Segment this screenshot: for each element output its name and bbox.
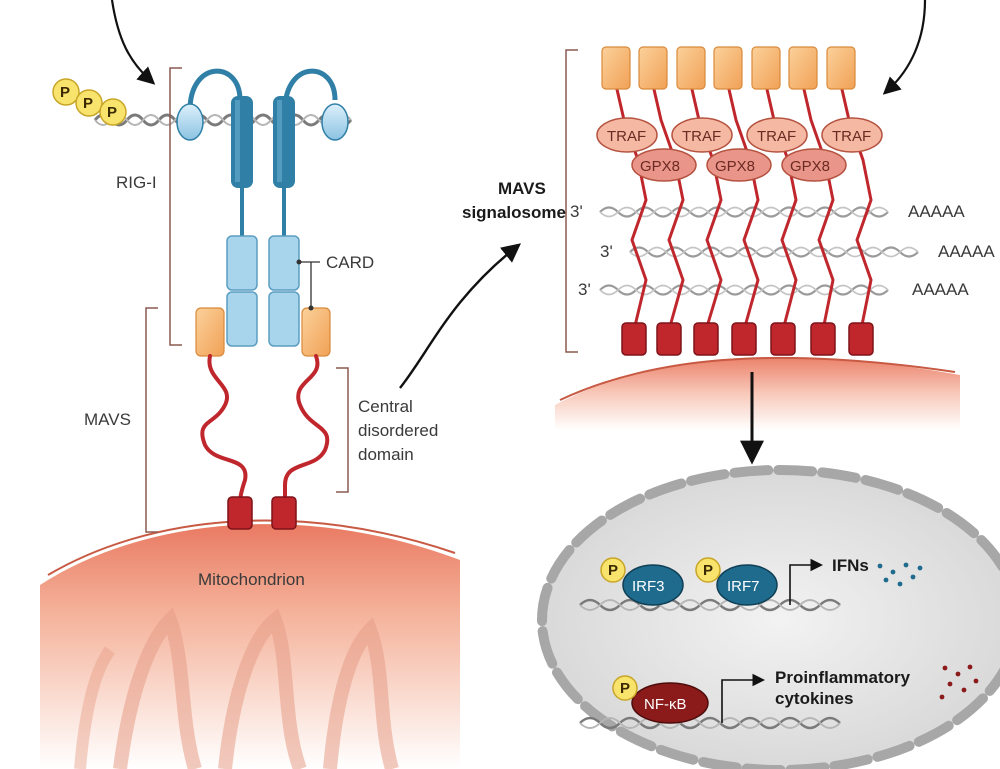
irf3-phospho: P: [608, 562, 618, 579]
traf-label-3: TRAF: [757, 128, 796, 145]
mavs-tm-anchor: [656, 322, 682, 356]
polya-label-1: AAAAA: [908, 202, 965, 221]
mavs-label: MAVS: [84, 410, 131, 429]
rig-i-label: RIG-I: [116, 173, 157, 192]
phospho-label-1: P: [60, 84, 70, 101]
three-prime-label-1: 3': [570, 202, 583, 221]
proinflammatory-label-1: Proinflammatory: [775, 668, 911, 687]
ifn-transcription-arrow: [789, 558, 824, 605]
mavs-filament-linker: [651, 84, 685, 331]
mavs-card-head: [601, 46, 631, 90]
mitochondrion-left: [40, 519, 460, 769]
mavs-tm-left: [227, 496, 253, 530]
three-prime-label-2: 3': [600, 242, 613, 261]
gpx8-row: GPX8 GPX8 GPX8: [631, 148, 847, 182]
nfkb-phospho: P: [620, 680, 630, 697]
irf7-complex: P IRF7: [695, 557, 778, 606]
ifn-particles: [877, 562, 923, 587]
irf3-complex: P IRF3: [600, 557, 684, 606]
mavs-tm-anchor: [848, 322, 874, 356]
traf-label-2: TRAF: [682, 128, 721, 145]
signalosome-label-2: signalosome: [462, 203, 566, 222]
mavs-monomers: [195, 307, 331, 530]
gpx8-label-1: GPX8: [640, 158, 680, 175]
proinflammatory-label-2: cytokines: [775, 689, 853, 708]
mavs-tm-anchor: [770, 322, 796, 356]
card-callout: CARD: [296, 253, 374, 311]
mavs-card-head: [751, 46, 781, 90]
irf7-phospho: P: [703, 562, 713, 579]
mavs-card-right: [301, 307, 331, 357]
central-disordered-bracket: [336, 367, 349, 493]
mavs-card-head: [676, 46, 706, 90]
polya-label-3: AAAAA: [912, 280, 969, 299]
mitochondrion-right: [555, 356, 960, 430]
mavs-tm-anchor: [810, 322, 836, 356]
card-domain: [226, 235, 258, 291]
mitochondrion-label: Mitochondrion: [198, 570, 305, 589]
mavs-card-head: [638, 46, 668, 90]
mavs-filament-linker: [801, 84, 835, 331]
mavs-bracket: [145, 307, 158, 533]
nuclear-dna: [579, 598, 841, 730]
traf-row: TRAF TRAF TRAF TRAF: [596, 117, 883, 153]
cytokine-particles: [939, 664, 979, 700]
traf-label-4: TRAF: [832, 128, 871, 145]
ifns-label: IFNs: [832, 556, 869, 575]
irf3-label: IRF3: [632, 578, 665, 595]
central-disordered-label-3: domain: [358, 445, 414, 464]
mavs-card-head: [826, 46, 856, 90]
transition-arrow: [399, 243, 521, 389]
phospho-label-2: P: [83, 95, 93, 112]
gpx8-label-3: GPX8: [790, 158, 830, 175]
mavs-tm-anchor: [621, 322, 647, 356]
irf7-label: IRF7: [727, 578, 760, 595]
mavs-tm-right: [271, 496, 297, 530]
central-disordered-label-2: disordered: [358, 421, 438, 440]
incoming-arrow-right: [882, 0, 927, 95]
nfkb-complex: P NF-κB: [612, 675, 709, 724]
mavs-card-left: [195, 307, 225, 357]
phospho-label-3: P: [107, 104, 117, 121]
incoming-arrow-left: [110, 0, 156, 85]
card-label: CARD: [326, 253, 374, 272]
cytokine-transcription-arrow: [721, 673, 766, 723]
viral-rna-helix-left: [93, 113, 353, 127]
signalosome-label-1: MAVS: [498, 179, 546, 198]
mavs-card-head: [713, 46, 743, 90]
rig-i-dimer: [176, 68, 349, 347]
gpx8-label-2: GPX8: [715, 158, 755, 175]
traf-label-1: TRAF: [607, 128, 646, 145]
rig-i-bracket: [169, 67, 182, 346]
polya-label-2: AAAAA: [938, 242, 995, 261]
nfkb-label: NF-κB: [644, 696, 687, 713]
mrna-strands: [599, 206, 919, 296]
central-disordered-label-1: Central: [358, 397, 413, 416]
mavs-filaments: [601, 46, 874, 356]
mavs-tm-anchor: [693, 322, 719, 356]
mavs-tm-anchor: [731, 322, 757, 356]
mavs-filament-linker: [726, 84, 760, 331]
mavs-card-head: [788, 46, 818, 90]
nucleus: [537, 465, 1000, 769]
signalosome-bracket: [565, 49, 578, 353]
triphosphate-group: P P P: [52, 78, 127, 126]
three-prime-label-3: 3': [578, 280, 591, 299]
